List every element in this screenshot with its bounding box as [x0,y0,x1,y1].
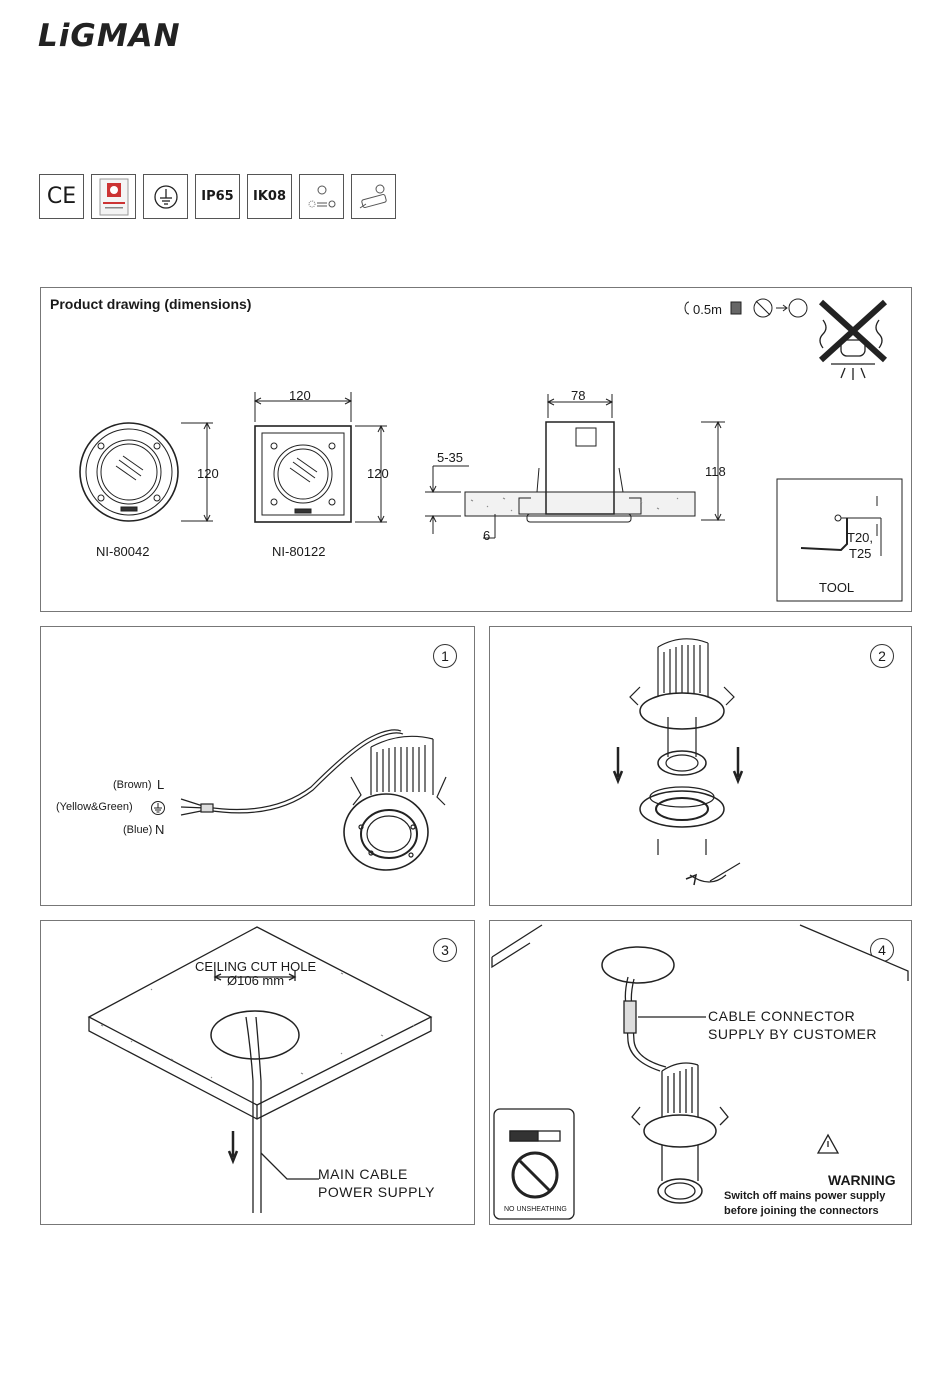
ceiling-hole-label: CEILING CUT HOLE [195,959,317,974]
bezel-dimension: 6 [483,528,491,543]
step-2-panel: 2 [489,626,912,906]
wire-earth-color: (Yellow&Green) [56,801,133,813]
ceiling-cut-illustration [87,926,433,1213]
ceiling-texture [470,497,679,512]
no-unsheathing-label: NO UNSHEATHING [504,1206,567,1213]
side-height-dimension: 118 [705,464,726,479]
wire-blue-color: (Blue) [123,824,153,836]
install-illustration [491,924,909,1220]
model-square: NI-80122 [272,544,326,559]
wire-brown-code: L [157,777,165,792]
wiring-illustration [180,729,447,871]
square-fixture-front-view [253,392,387,524]
tool-label: TOOL [819,580,855,595]
round-fixture-front-view [79,421,213,523]
warning-title: WARNING [828,1172,896,1188]
wire-blue-code: N [155,822,165,837]
driver-icon [359,184,387,208]
ik08-badge: IK08 [247,174,292,219]
ceiling-range-dimension: 5-35 [437,450,464,465]
step-3-panel: 3 CEILING CUT HOLE Ø106 mm MAIN CABLE PO… [40,920,475,1225]
tool-size-line2: T25 [849,546,872,561]
driver-badge [351,174,396,219]
fixture-side-section [425,394,725,539]
step-4-panel: 4 CABLE CONNECTOR SUPPLY BY CUSTOMER N [489,920,912,1225]
distance-icon [684,301,742,315]
tool-box [776,478,903,602]
main-cable-label: MAIN CABLE [318,1166,408,1182]
step-1-panel: 1 (Brown) L (Yellow&Green) (Blue) N [40,626,475,906]
do-not-cover-icon [818,299,888,380]
warning-line-1: Switch off mains power supply [724,1190,886,1202]
earth-ground-icon [153,184,178,209]
ce-mark: CE [39,174,84,219]
model-round: NI-80042 [96,544,150,559]
step-1-number: 1 [433,644,457,668]
brand-logo: LiGMAN [38,18,181,54]
ip65-badge: IP65 [195,174,240,219]
round-height-dimension: 120 [197,466,219,481]
side-width-dimension: 78 [571,388,586,403]
cable-connector-label: CABLE CONNECTOR [708,1008,856,1024]
wire-brown-color: (Brown) [113,779,152,791]
replace-driver-icon [753,298,808,318]
dimmer-icon [308,185,335,207]
safety-mark-badge [91,174,136,219]
bezel-removal-illustration [612,638,744,886]
square-width-dimension: 120 [289,388,311,403]
square-height-dimension: 120 [367,466,389,481]
dimension-drawings [79,298,903,602]
earth-class-badge [143,174,188,219]
dimmable-badge [299,174,344,219]
supply-by-customer-label: SUPPLY BY CUSTOMER [708,1026,878,1042]
drawing-title: Product drawing (dimensions) [50,296,252,312]
distance-label: 0.5m [693,302,722,317]
tool-size-line1: T20, [847,530,874,545]
product-drawing-panel: Product drawing (dimensions) [40,287,912,612]
step-2-number: 2 [870,644,894,668]
ceiling-hole-diameter: Ø106 mm [227,973,285,988]
safety-mark-icon [99,178,128,215]
power-supply-label: POWER SUPPLY [318,1184,435,1200]
warning-line-2: before joining the connectors [724,1205,879,1217]
step-3-number: 3 [433,938,457,962]
earth-ground-icon [151,801,165,815]
